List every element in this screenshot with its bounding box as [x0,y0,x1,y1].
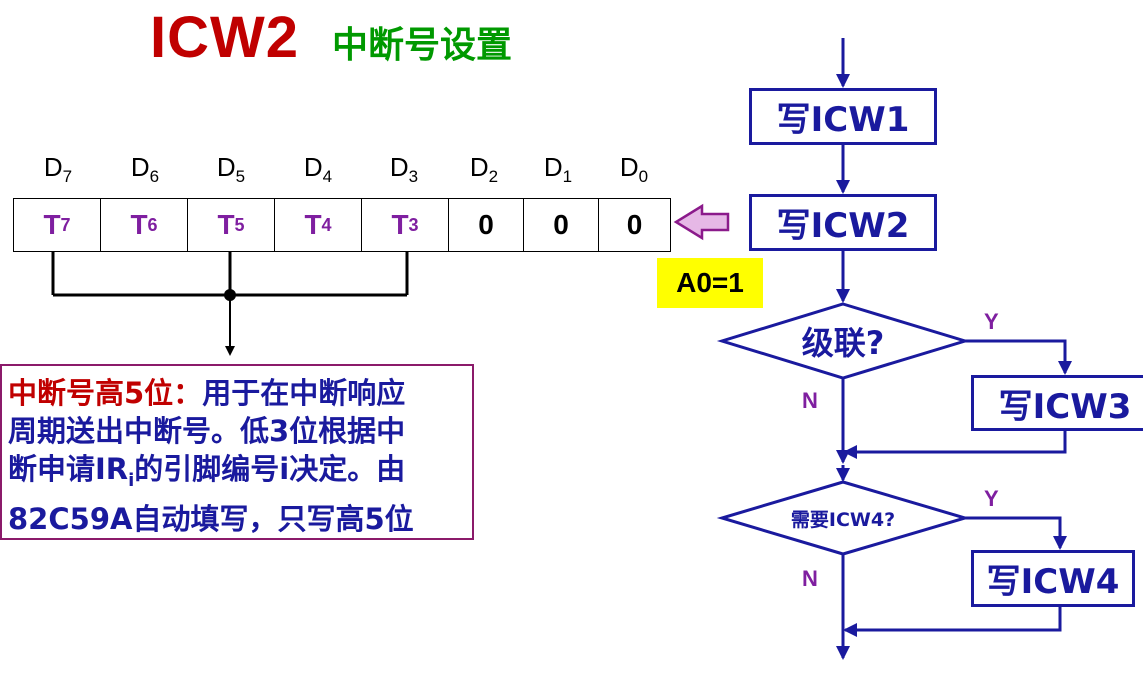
flow-box-write-icw4: 写ICW4 [971,550,1135,607]
note-highlight: 中断号高5位： [8,376,203,410]
bit-header-d5: D5 [216,152,246,187]
bit-header-d1: D1 [543,152,573,187]
bit-cell-d2: 0 [449,199,524,251]
decision-cascade-label: 级联? [801,324,885,362]
flow-box-write-icw1: 写ICW1 [749,88,937,145]
bit-header-d7: D7 [43,152,73,187]
bit-header-d6: D6 [130,152,160,187]
page-title: ICW2 [150,5,299,70]
cascade-yes-label: Y [984,309,999,334]
bit-bracket [51,252,409,297]
bit-header-d0: D0 [619,152,649,187]
bit-header-d4: D4 [303,152,333,187]
page-subtitle: 中断号设置 [332,25,513,66]
flow-box-write-icw3: 写ICW3 [971,375,1143,431]
flow-box-write-icw2: 写ICW2 [749,194,937,251]
bit-cell-d0: 0 [626,209,643,240]
cascade-no-label: N [802,388,818,413]
note-line-4: 82C59A自动填写，只写高5位 [8,501,414,536]
bit-header-d3: D3 [389,152,419,187]
a0-pointer-arrow-icon [673,203,730,241]
bit-header-d2: D2 [469,152,499,187]
icw4-yes-label: Y [984,486,999,511]
note-line-1: 中断号高5位：用于在中断响应 [8,376,406,410]
explanation-note: 中断号高5位：用于在中断响应 周期送出中断号。低3位根据中 断申请IRi的引脚编… [0,364,474,540]
decision-need-icw4-label: 需要ICW4? [790,509,896,531]
bit-cell-d1: 0 [524,199,599,251]
a0-badge: A0=1 [657,258,763,308]
icw4-no-label: N [802,566,818,591]
note-line-2: 周期送出中断号。低3位根据中 [8,414,406,448]
note-line-3: 断申请IRi的引脚编号i决定。由 [8,452,406,491]
